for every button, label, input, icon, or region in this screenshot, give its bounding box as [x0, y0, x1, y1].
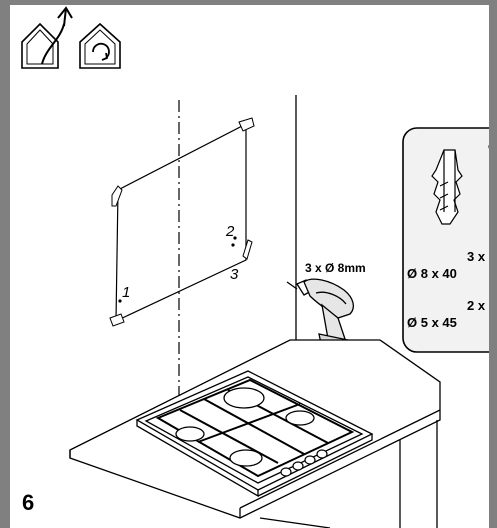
drill-marks [118, 236, 237, 303]
screw-quantity: 2 x [467, 298, 486, 313]
mounting-template [115, 123, 247, 322]
house-recirculation-icon [79, 22, 121, 69]
wall-plug-icon [431, 149, 463, 225]
mark-label-2: 2 [225, 223, 235, 240]
house-exhaust-icon [21, 6, 73, 69]
plug-quantity: 3 x [467, 249, 486, 264]
mark-label-1: 1 [122, 284, 130, 301]
hob-knobs [280, 449, 328, 477]
screw-size: Ø 5 x 45 [407, 315, 457, 330]
right-frame-edge [489, 0, 497, 528]
mark-label-3: 3 [230, 266, 239, 283]
step-number: 6 [22, 490, 34, 515]
plug-size: Ø 8 x 40 [407, 266, 457, 281]
hob-burners [175, 387, 315, 467]
fixings-panel [402, 127, 497, 353]
template-clips [109, 117, 255, 327]
drill-size-label: 3 x Ø 8mm [305, 261, 366, 275]
